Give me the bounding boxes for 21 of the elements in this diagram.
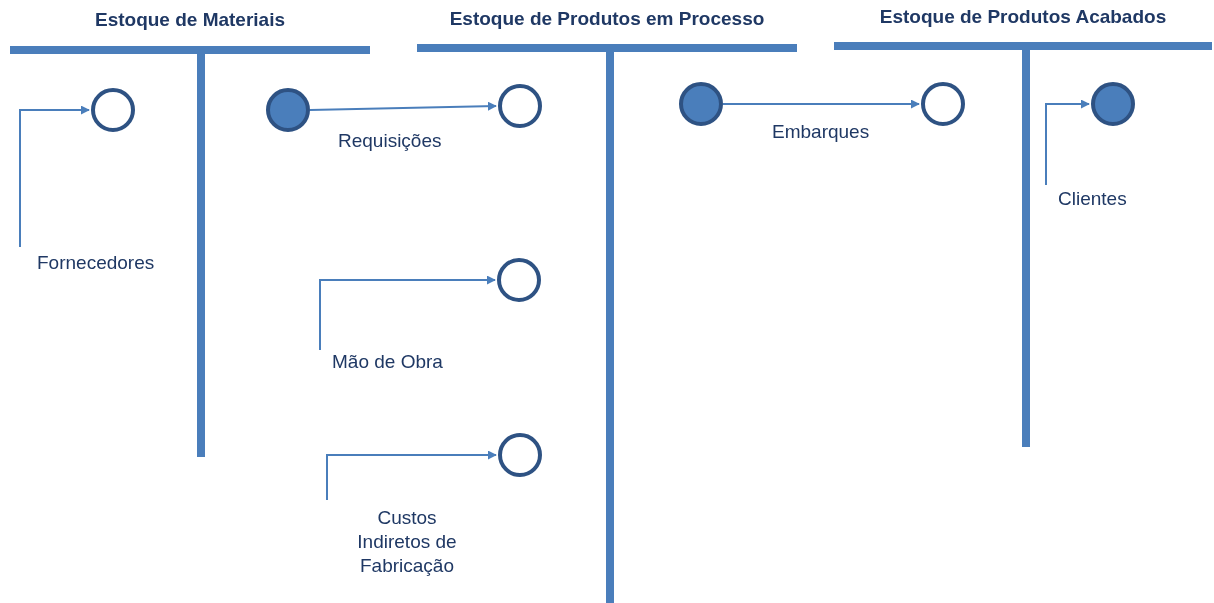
circle-marker <box>497 258 541 302</box>
arrow <box>1045 99 1090 186</box>
account-title: Estoque de Produtos em Processo <box>448 8 766 30</box>
account-title: Estoque de Materiais <box>93 9 287 31</box>
arrow <box>19 105 90 248</box>
account-label: Clientes <box>1046 185 1156 215</box>
account-label: Custos Indiretos de Fabricação <box>327 500 487 580</box>
circle-marker <box>921 82 965 126</box>
circle-marker <box>498 433 542 477</box>
circle-marker <box>91 88 135 132</box>
filled-circle-marker <box>1091 82 1135 126</box>
circle-marker <box>498 84 542 128</box>
account-label: Fornecedores <box>20 247 180 277</box>
arrow <box>309 101 497 111</box>
arrow <box>326 450 497 501</box>
arrow <box>319 275 496 351</box>
filled-circle-marker <box>266 88 310 132</box>
account-label: Mão de Obra <box>320 350 480 380</box>
filled-circle-marker <box>679 82 723 126</box>
account-title: Estoque de Produtos Acabados <box>878 6 1168 28</box>
arrow <box>722 99 920 109</box>
